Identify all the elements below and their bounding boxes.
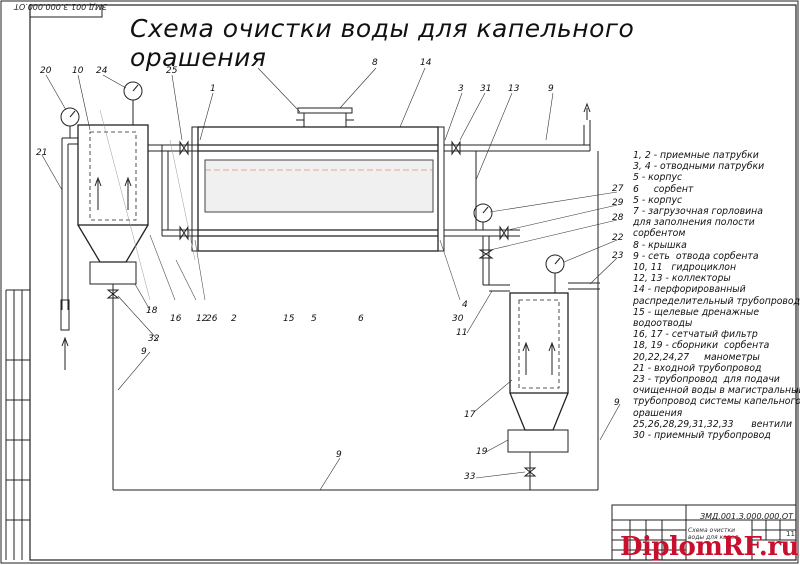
callout-c15: 15 (283, 314, 295, 324)
legend-item: 15 - щелевые дренажные (633, 306, 760, 318)
watermark-logo: DiplomRF.ru (620, 532, 799, 562)
callout-c16: 16 (170, 314, 182, 324)
document-number-rotated: ЗМД.001.З.000.000.ОТ (14, 2, 108, 11)
loading-neck-7 (303, 112, 347, 128)
callout-c32: 32 (148, 334, 160, 344)
cover-8 (297, 107, 353, 114)
legend-item: 9 - сеть отвода сорбента (633, 250, 759, 262)
hydrocyclone-11 (509, 292, 569, 394)
legend-item: водоотводы (633, 318, 693, 330)
legend-item: 7 - загрузочная горловина (633, 206, 763, 218)
callout-c10: 10 (72, 66, 84, 76)
callout-c9a: 9 (548, 84, 554, 94)
callout-c28: 28 (612, 213, 624, 223)
callout-c13: 13 (508, 84, 520, 94)
legend-item: 20,22,24,27 манометры (633, 351, 760, 363)
legend-item: сорбентом (633, 228, 686, 240)
legend-item: 16, 17 - сетчатый фильтр (633, 329, 758, 341)
legend-item: орашения (633, 407, 683, 419)
legend-item: 30 - приемный трубопровод (633, 430, 771, 442)
callout-c26: 26 (206, 314, 218, 324)
callout-c33: 33 (464, 472, 476, 482)
valve-32 (106, 289, 120, 299)
callout-c14: 14 (420, 58, 432, 68)
legend-item: 1, 2 - приемные патрубки (633, 150, 759, 161)
callout-c20: 20 (40, 66, 52, 76)
callout-c30: 30 (452, 314, 464, 324)
drawing-border (29, 4, 797, 561)
callout-c29: 29 (612, 198, 624, 208)
legend-item: 25,26,28,29,31,32,33 вентили (633, 418, 792, 430)
legend-item: очищенной воды в магистральный (633, 385, 800, 397)
collector-18 (89, 261, 137, 285)
callout-c4: 4 (462, 300, 468, 310)
valve-28 (478, 249, 494, 259)
legend-item: 14 - перфорированный (633, 284, 746, 296)
sorbent-6 (204, 159, 434, 213)
legend-item: 21 - входной трубопровод (633, 362, 762, 374)
callout-c11: 11 (456, 328, 468, 338)
legend-item: 18, 19 - сборники сорбента (633, 340, 770, 352)
document-number: ЗМД.001.З.000.000.ОТ (700, 512, 794, 521)
callout-c27: 27 (612, 184, 624, 194)
callout-c8: 8 (372, 58, 378, 68)
callout-c2: 2 (231, 314, 237, 324)
callout-c23: 23 (612, 251, 624, 261)
valve-33 (523, 467, 537, 477)
valve-25 (179, 140, 189, 156)
callout-c21: 21 (36, 148, 48, 158)
legend-item: 23 - трубопровод для подачи (633, 374, 780, 386)
callout-c22: 22 (612, 233, 624, 243)
legend-item: 5 - корпус (633, 172, 683, 184)
legend-item: 12, 13 - коллекторы (633, 273, 731, 285)
stamp-title-line: Схема очистки (688, 527, 735, 534)
collector-19 (507, 429, 569, 453)
valve-26 (179, 225, 189, 241)
valve-29 (499, 225, 509, 241)
page-title: Схема очистки воды для капельного орашен… (130, 14, 635, 72)
callout-c5: 5 (311, 314, 317, 324)
callout-c6: 6 (358, 314, 364, 324)
sheet-number: 11 (786, 530, 795, 538)
callout-c9c: 9 (614, 398, 620, 408)
title-block (611, 504, 797, 561)
callout-c19: 19 (476, 447, 488, 457)
callout-c3: 3 (458, 84, 464, 94)
valve-31 (451, 140, 461, 156)
legend-item: для заполнения полости (633, 217, 755, 229)
legend-item: распределительный трубопровод (633, 295, 800, 307)
callout-c31: 31 (480, 84, 492, 94)
legend: 1, 2 - приемные патрубки 3, 4 - отводным… (633, 150, 800, 442)
legend-item: 3, 4 - отводными патрубки (633, 161, 765, 173)
legend-item: трубопровод системы капельного (633, 396, 800, 408)
stamp-title-line: воды для капел (688, 534, 739, 541)
callout-c24: 24 (96, 66, 108, 76)
stamp-title: Схема очистки воды для капел (688, 527, 748, 541)
callout-c9d: 9 (336, 450, 342, 460)
callout-c1: 1 (210, 84, 216, 94)
callout-c9b: 9 (141, 347, 147, 357)
callout-c12: 12 (196, 314, 208, 324)
callout-c25: 25 (166, 66, 178, 76)
hydrocyclone-10 (77, 124, 149, 226)
legend-item: 5 - корпус (633, 194, 683, 206)
callout-c7: 7 (253, 58, 259, 68)
callout-c18: 18 (146, 306, 158, 316)
legend-item: 6 сорбент (633, 183, 694, 195)
legend-item: 8 - крышка (633, 239, 687, 251)
callout-c17: 17 (464, 410, 476, 420)
legend-item: 10, 11 гидроциклон (633, 262, 737, 274)
